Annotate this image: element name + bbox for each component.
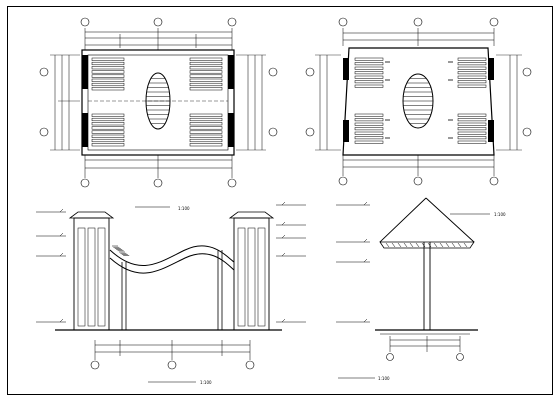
front-elevation: 1:100 bbox=[36, 201, 306, 385]
front-elevation-scale: 1:100 bbox=[178, 206, 190, 211]
sheet-border bbox=[7, 6, 553, 395]
side-elevation-scale: 1:100 bbox=[494, 212, 506, 217]
side-section: 1:100 1:100 bbox=[336, 197, 506, 381]
plan-view-right bbox=[305, 17, 532, 186]
section2-scale: 1:100 bbox=[378, 376, 390, 381]
plan-view-left bbox=[39, 17, 278, 188]
section-scale: 1:100 bbox=[200, 380, 212, 385]
